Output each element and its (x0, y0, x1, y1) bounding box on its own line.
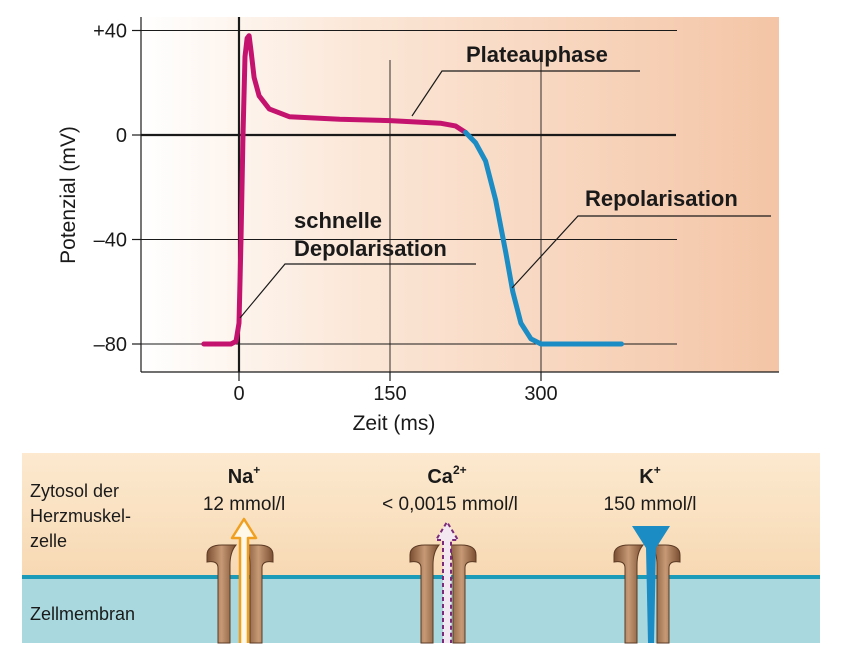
ca-channel (409, 521, 477, 644)
k-channel-wall-right (649, 544, 681, 644)
plateau-label: Plateauphase (466, 42, 608, 67)
ca-channel-wall-left (409, 544, 441, 644)
cytosol-label-3: zelle (30, 531, 67, 551)
x-tick-label: 150 (373, 383, 406, 405)
y-tick-label: 0 (116, 125, 127, 147)
k-concentration: 150 mmol/l (604, 494, 697, 515)
ca-arrow (435, 521, 459, 643)
na-channel (206, 517, 274, 644)
depol-label-line1: schnelle (294, 208, 382, 233)
depol-leader (239, 263, 476, 319)
plateau-leader (411, 70, 640, 117)
y-tick-label: –40 (94, 230, 127, 252)
repol-leader (511, 215, 771, 289)
k-channel-wall-left (613, 544, 645, 644)
k-label: K+ (639, 463, 660, 488)
cytosol-label-2: Herzmuskel- (30, 506, 131, 526)
y-tick-label: +40 (93, 21, 127, 43)
series-lines (201, 33, 624, 347)
membrane-label: Zellmembran (30, 604, 135, 624)
cytosol-label-1: Zytosol der (30, 481, 119, 501)
x-tick-label: 0 (233, 383, 244, 405)
na-channel-wall-left (206, 544, 238, 644)
plot-area (141, 17, 779, 372)
y-axis-label: Potenzial (mV) (57, 126, 80, 264)
na-label: Na+ (228, 463, 261, 488)
na-arrow (230, 517, 258, 643)
potential-chart: +40 0 –40 –80 0 150 300 Plateauphase Repolari… (57, 17, 779, 435)
x-tick-label: 300 (524, 383, 557, 405)
ca-label: Ca2+ (427, 463, 466, 488)
x-axis-label: Zeit (ms) (353, 412, 436, 435)
k-arrow (632, 526, 670, 643)
ion-panel: Zytosol der Herzmuskel- zelle Zellmembra… (22, 453, 820, 644)
repol-label: Repolarisation (585, 186, 738, 211)
y-ticks: +40 0 –40 –80 (93, 21, 141, 356)
depol-label-line2: Depolarisation (294, 236, 447, 261)
na-channel-wall-right (242, 544, 274, 644)
ca-channel-wall-right (445, 544, 477, 644)
y-tick-label: –80 (94, 334, 127, 356)
ca-concentration: < 0,0015 mmol/l (382, 494, 518, 515)
x-ticks: 0 150 300 (233, 372, 558, 405)
series-line-repolarisation (463, 129, 624, 347)
k-channel (613, 526, 681, 644)
series-line-depolarisation_plateau (201, 33, 468, 347)
na-concentration: 12 mmol/l (203, 494, 285, 515)
